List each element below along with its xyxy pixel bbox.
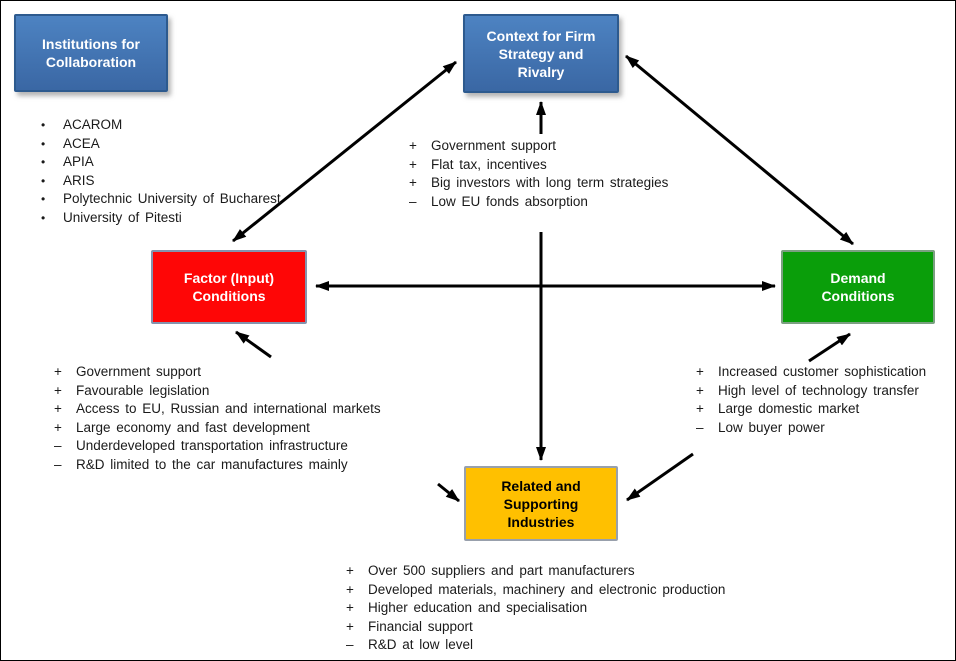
list-item-text: APIA (63, 154, 94, 170)
list-item-text: Large domestic market (718, 401, 860, 417)
list-item-text: Low EU fonds absorption (431, 193, 588, 209)
bullet-marker: • (41, 155, 46, 170)
list-item: + Big investors with long term strategie… (409, 174, 668, 193)
list-item: + Increased customer sophistication (696, 363, 926, 382)
list-item-text: ACAROM (63, 117, 123, 132)
list-item-text: Underdeveloped transportation infrastruc… (76, 438, 348, 454)
plus-minus-marker: + (54, 382, 62, 398)
list-item-text: R&D at low level (368, 637, 474, 653)
plus-minus-marker: + (409, 138, 417, 153)
plus-minus-marker: – (54, 438, 62, 454)
list-item-text: Government support (76, 364, 202, 379)
list-item: • ARIS (41, 172, 281, 191)
list-item-text: R&D limited to the car manufactures main… (76, 456, 348, 472)
list-item-text: Large economy and fast development (76, 419, 310, 435)
list-item: + Large domestic market (696, 400, 926, 419)
plus-minus-marker: + (54, 419, 62, 435)
list-item: • APIA (41, 153, 281, 172)
arrow-related-demand-upper (808, 332, 851, 363)
plus-minus-marker: + (346, 600, 354, 616)
node-context-firm-strategy-rivalry: Context for Firm Strategy and Rivalry (463, 14, 619, 93)
plus-minus-marker: – (696, 419, 704, 435)
institutions-bullet-list: • ACAROM • ACEA • APIA • ARIS • Polytech… (41, 116, 281, 228)
list-item-text: Higher education and specialisation (368, 600, 588, 616)
list-item-text: Big investors with long term strategies (431, 175, 669, 191)
list-item-text: Polytechnic University of Bucharest (63, 191, 281, 207)
plus-minus-marker: + (346, 563, 354, 578)
list-item-text: Low buyer power (718, 419, 825, 435)
bullet-marker: • (41, 173, 46, 188)
list-item: + Developed materials, machinery and ele… (346, 581, 725, 600)
factor-conditions-list: + Government support + Favourable legisl… (54, 363, 381, 475)
list-item: • Polytechnic University of Bucharest (41, 190, 281, 209)
list-item-text: Over 500 suppliers and part manufacturer… (368, 563, 635, 578)
list-item: – Underdeveloped transportation infrastr… (54, 437, 381, 456)
list-item-text: Flat tax, incentives (431, 156, 547, 172)
list-item: + Favourable legislation (54, 382, 381, 401)
context-factors-list: + Government support + Flat tax, incenti… (409, 137, 668, 211)
plus-minus-marker: + (696, 401, 704, 417)
list-item-text: Developed materials, machinery and elect… (368, 581, 726, 597)
list-item-text: University of Pitesti (63, 209, 182, 225)
list-item-text: Increased customer sophistication (718, 364, 927, 379)
bullet-marker: • (41, 136, 46, 151)
plus-minus-marker: – (346, 637, 354, 653)
demand-conditions-list: + Increased customer sophistication + Hi… (696, 363, 926, 437)
list-item: + Large economy and fast development (54, 419, 381, 438)
list-item: + Access to EU, Russian and internationa… (54, 400, 381, 419)
bullet-marker: • (41, 210, 46, 225)
list-item: + High level of technology transfer (696, 382, 926, 401)
list-item: + Over 500 suppliers and part manufactur… (346, 562, 725, 581)
arrow-related-factor-upper (235, 330, 272, 359)
list-item-text: ARIS (63, 172, 95, 188)
list-item: + Higher education and specialisation (346, 599, 725, 618)
list-item: + Government support (54, 363, 381, 382)
plus-minus-marker: + (696, 382, 704, 398)
bullet-marker: • (41, 118, 46, 132)
node-factor-input-conditions: Factor (Input) Conditions (151, 250, 307, 324)
node-institutions-for-collaboration: Institutions for Collaboration (14, 14, 168, 92)
list-item: – Low buyer power (696, 419, 926, 438)
plus-minus-marker: + (409, 156, 417, 172)
list-item-text: Financial support (368, 618, 473, 634)
list-item-text: Favourable legislation (76, 382, 210, 398)
plus-minus-marker: + (346, 618, 354, 634)
arrow-related-factor-lower (437, 482, 460, 503)
plus-minus-marker: + (696, 364, 704, 379)
plus-minus-marker: – (54, 456, 62, 472)
list-item: – Low EU fonds absorption (409, 193, 668, 212)
list-item: • ACEA (41, 135, 281, 154)
bullet-marker: • (41, 192, 46, 207)
list-item: • University of Pitesti (41, 209, 281, 228)
list-item: + Flat tax, incentives (409, 156, 668, 175)
list-item-text: Access to EU, Russian and international … (76, 401, 381, 417)
related-industries-list: + Over 500 suppliers and part manufactur… (346, 562, 725, 655)
list-item-text: ACEA (63, 135, 100, 151)
list-item: + Government support (409, 137, 668, 156)
list-item: – R&D limited to the car manufactures ma… (54, 456, 381, 475)
plus-minus-marker: – (409, 193, 417, 209)
list-item-text: Government support (431, 138, 557, 153)
list-item-text: High level of technology transfer (718, 382, 919, 398)
node-related-supporting-industries: Related and Supporting Industries (464, 466, 618, 541)
plus-minus-marker: + (346, 581, 354, 597)
plus-minus-marker: + (409, 175, 417, 191)
arrow-related-demand-lower (626, 452, 694, 502)
list-item: + Financial support (346, 618, 725, 637)
list-item: • ACAROM (41, 116, 281, 135)
list-item: – R&D at low level (346, 636, 725, 655)
plus-minus-marker: + (54, 364, 62, 379)
node-demand-conditions: Demand Conditions (781, 250, 935, 324)
plus-minus-marker: + (54, 401, 62, 417)
